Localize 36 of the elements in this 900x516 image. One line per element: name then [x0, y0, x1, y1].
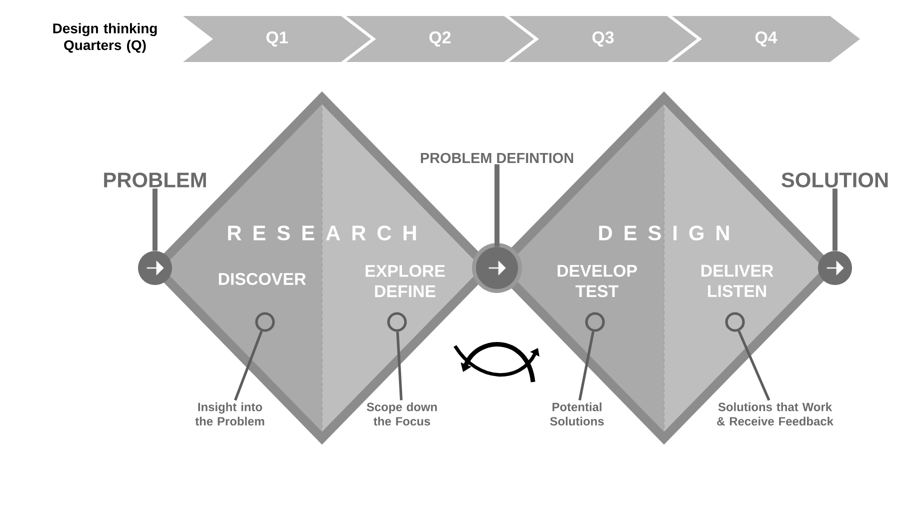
- stage-label: PROBLEM DEFINTION: [420, 152, 574, 164]
- step-text: DELIVER LISTEN: [701, 264, 774, 298]
- caption-text: Solutions that Work & Receive Feedback: [717, 402, 834, 426]
- arrow-circle: [138, 251, 172, 285]
- node-label: Q3: [592, 31, 614, 47]
- header-text: Design thinking Quarters (Q): [53, 23, 157, 53]
- arrow-circle: [818, 251, 852, 285]
- leader-line: [234, 330, 263, 401]
- stage-label: SOLUTION: [782, 172, 888, 188]
- marker-circle: [585, 312, 605, 332]
- caption-text: Potential Solutions: [550, 402, 604, 426]
- quarter-band: Q2: [346, 16, 534, 62]
- step-text: DISCOVER: [218, 273, 306, 285]
- caption-text: Scope down the Focus: [366, 402, 437, 426]
- leader-line: [738, 330, 770, 401]
- stem-line: [832, 188, 838, 251]
- stem-line: [494, 164, 500, 247]
- step-text: DEVELOP TEST: [558, 264, 637, 298]
- leader-line: [578, 331, 594, 400]
- quarter-band: Q4: [672, 16, 860, 62]
- phase-title: R E S E A R C H: [228, 226, 416, 240]
- node-label: Q1: [266, 31, 288, 47]
- stage-label: PROBLEM: [104, 172, 206, 188]
- phase-title: D E S I G N: [599, 226, 729, 240]
- marker-circle: [387, 312, 407, 332]
- step-text: EXPLORE DEFINE: [366, 264, 445, 298]
- marker-circle: [255, 312, 275, 332]
- caption-text: Insight into the Problem: [195, 402, 264, 426]
- stem-line: [152, 188, 158, 251]
- arrow-circle: [472, 243, 522, 293]
- node-label: Q4: [755, 31, 778, 47]
- marker-circle: [725, 312, 745, 332]
- quarter-band: Q3: [509, 16, 697, 62]
- leader-line: [396, 332, 403, 400]
- quarter-band: Q1: [183, 16, 371, 62]
- node-label: Q2: [429, 31, 451, 47]
